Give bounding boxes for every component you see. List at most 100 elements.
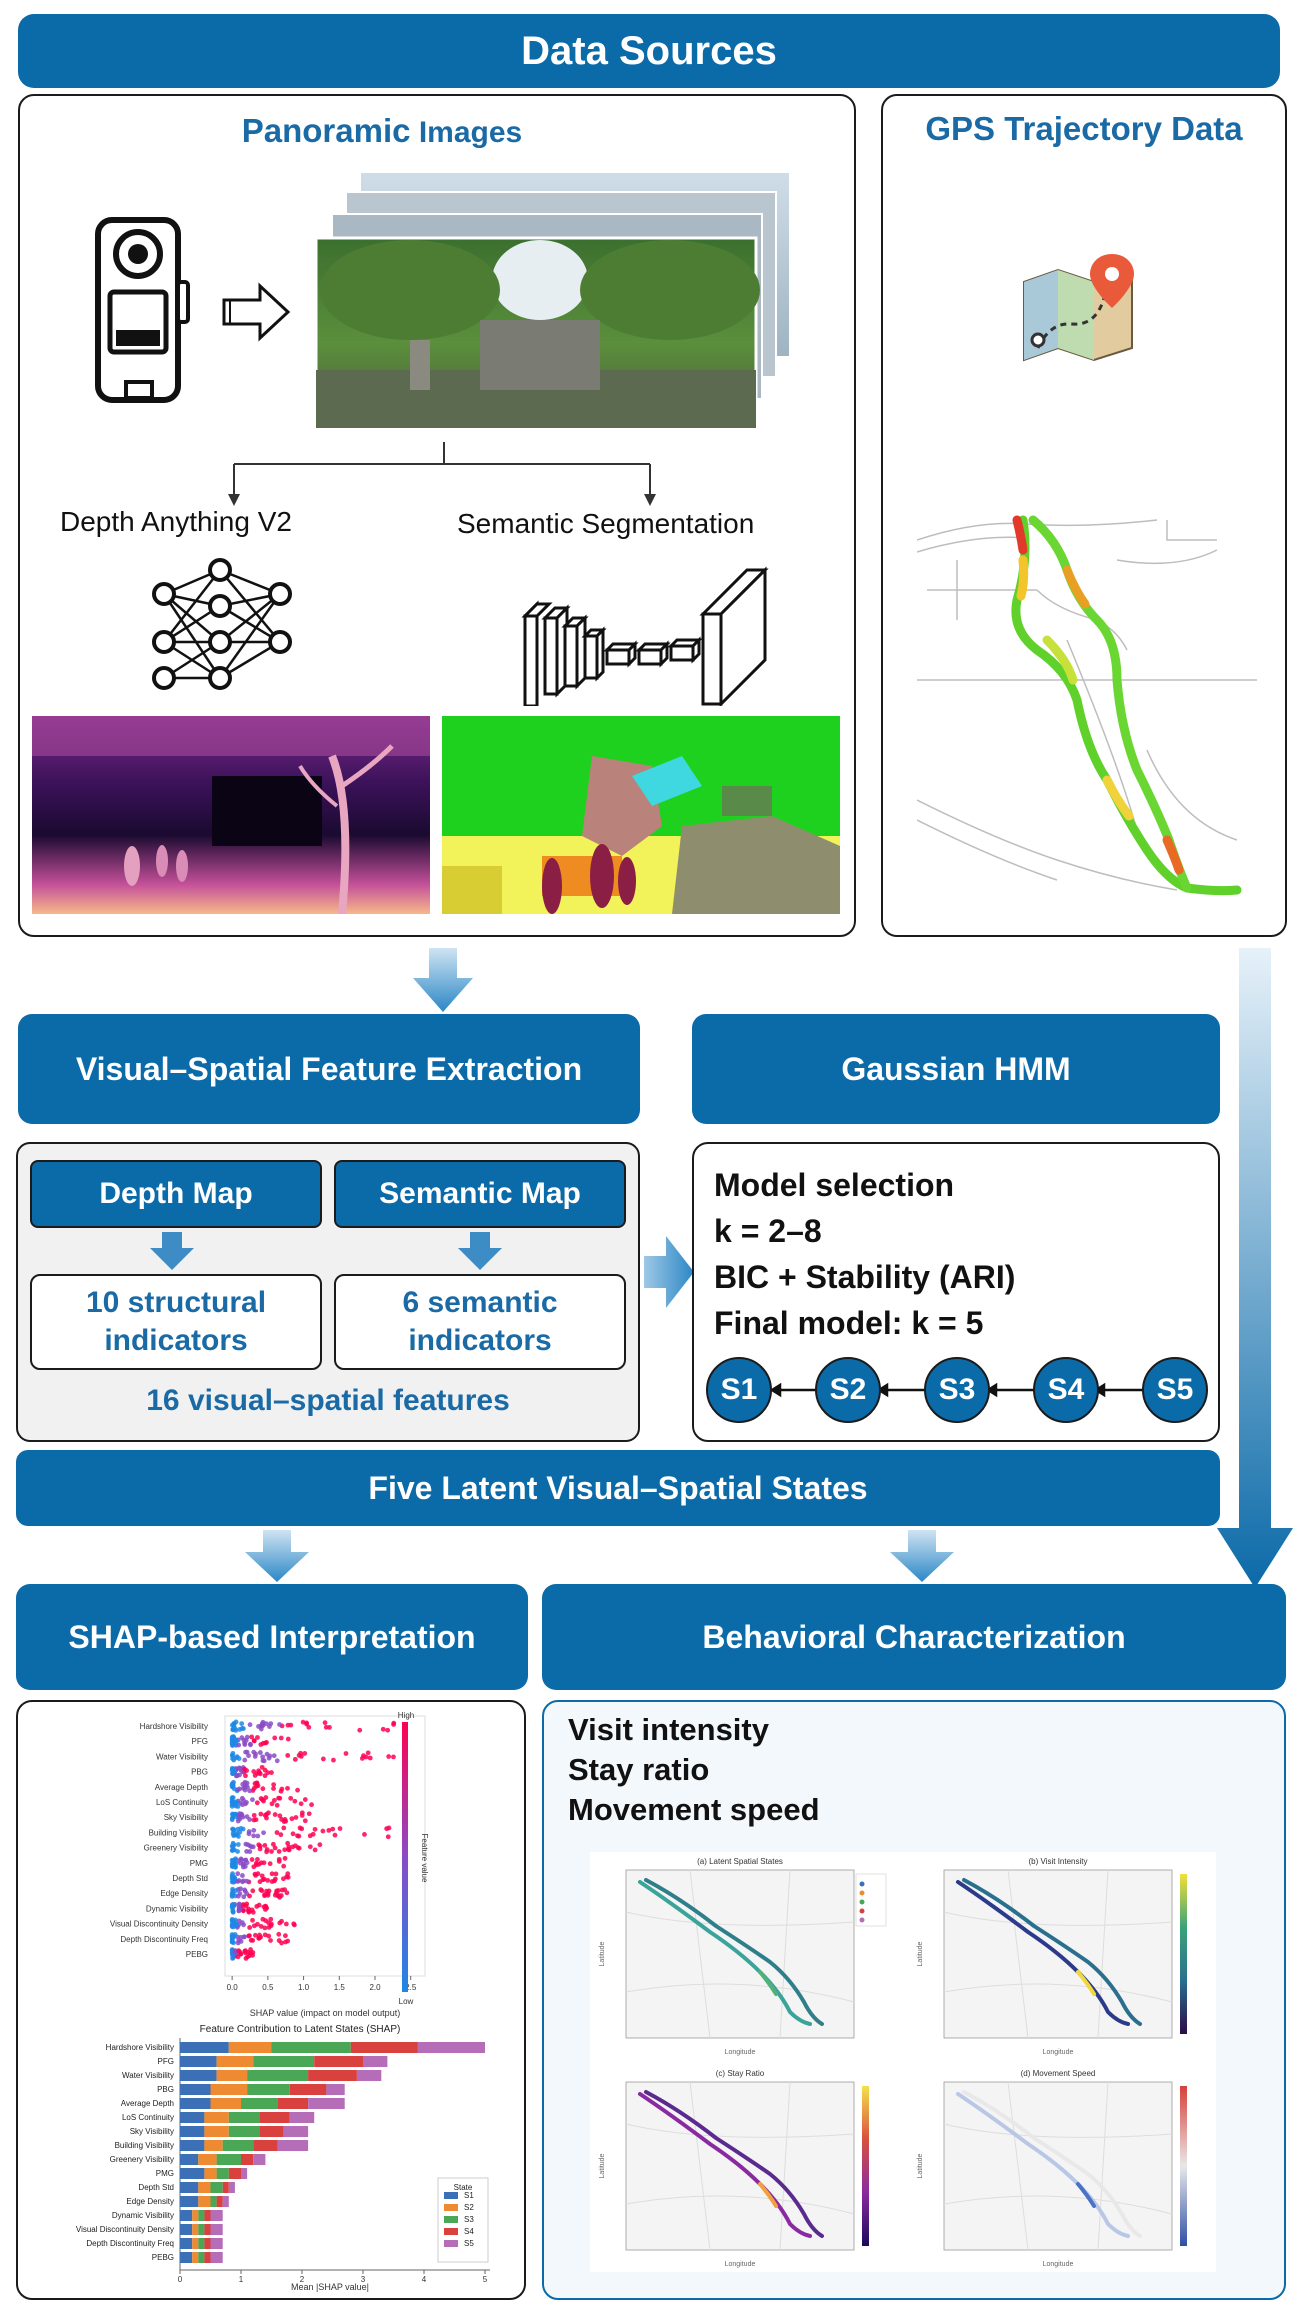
beeswarm-point [253, 1872, 259, 1878]
trajectory-line [644, 1878, 824, 2026]
beeswarm-point [247, 1925, 253, 1930]
beeswarm-point [230, 1843, 236, 1849]
beeswarm-point [236, 1814, 242, 1820]
beeswarm-point [285, 1840, 291, 1846]
beeswarm-point [236, 1907, 242, 1913]
beeswarm-point [391, 1754, 396, 1760]
beeswarm-point [269, 1801, 275, 1807]
hmm-line-3: BIC + Stability (ARI) [714, 1259, 1016, 1295]
bar-segment [192, 2210, 199, 2221]
bar-category-label: PMG [156, 2169, 174, 2178]
beeswarm-point [384, 1826, 390, 1832]
beeswarm-point [268, 1721, 274, 1727]
beeswarm-point [229, 1803, 235, 1809]
depth-map-box: Depth Map [30, 1160, 322, 1228]
map-ylabel: Latitude [599, 1941, 606, 1966]
beeswarm-point [250, 1797, 255, 1803]
beeswarm-point [302, 1818, 308, 1824]
beeswarm-point [282, 1847, 288, 1853]
beeswarm-point [249, 1734, 255, 1740]
beeswarm-point [233, 1799, 239, 1805]
map-colorbar [1180, 2086, 1187, 2246]
bar-segment [308, 2070, 357, 2081]
beeswarm-point [235, 1871, 241, 1877]
beeswarm-point [244, 1878, 250, 1884]
hmm-line-2: k = 2–8 [714, 1213, 822, 1249]
beeswarm-point [247, 1843, 253, 1849]
beeswarm-point [230, 1864, 235, 1869]
beeswarm-point [251, 1749, 257, 1755]
beeswarm-point [255, 1735, 260, 1740]
depth-map-image [32, 716, 430, 914]
beeswarm-point [277, 1813, 283, 1819]
beeswarm-point [264, 1888, 269, 1894]
total-features-label: 16 visual–spatial features [146, 1384, 510, 1417]
beeswarm-point [271, 1782, 277, 1787]
bar-segment [204, 2252, 211, 2263]
state-s1: S1 [706, 1357, 772, 1423]
beeswarm-point [281, 1876, 286, 1882]
beeswarm-point [251, 1833, 257, 1839]
beeswarm-point [260, 1916, 266, 1922]
beeswarm-point [230, 1727, 236, 1733]
beeswarm-point [272, 1812, 278, 1817]
bar-segment [192, 2224, 199, 2235]
map-panel-title: (d) Movement Speed [1021, 2069, 1096, 2078]
beeswarm-point [289, 1816, 295, 1822]
beeswarm-point [264, 1740, 269, 1745]
beeswarm-point [247, 1933, 252, 1939]
beeswarm-point [306, 1724, 312, 1730]
beeswarm-point [259, 1873, 265, 1879]
beeswarm-point [357, 1727, 363, 1733]
beeswarm-point [258, 1860, 264, 1866]
beeswarm-point [258, 1726, 264, 1732]
beeswarm-point [230, 1750, 236, 1756]
beeswarm-point [269, 1879, 275, 1884]
beeswarm-point [262, 1893, 268, 1899]
beeswarm-point [246, 1829, 252, 1834]
feature-extraction-header: Visual–Spatial Feature Extraction [18, 1014, 640, 1124]
trajectory-highlight [758, 1970, 778, 1996]
bar-segment [180, 2252, 193, 2263]
behavior-maps: (a) Latent Spatial StatesLongitudeLatitu… [599, 1857, 1187, 2268]
beeswarm-tick-label: 1.0 [298, 1983, 310, 1992]
beeswarm-point [272, 1892, 278, 1898]
encoder-decoder-icon [521, 566, 769, 706]
beeswarm-point [277, 1722, 282, 1727]
bar-segment [180, 2196, 199, 2207]
metric-stay-ratio: Stay ratio [568, 1752, 710, 1787]
bar-segment [216, 2154, 241, 2165]
legend-swatch [444, 2240, 458, 2247]
colorbar-title: Feature value [420, 1834, 429, 1883]
beeswarm-point [273, 1871, 279, 1877]
bar-category-label: Depth Std [138, 2183, 174, 2192]
bar-segment [210, 2098, 241, 2109]
beeswarm-point [235, 1842, 241, 1847]
beeswarm-point [240, 1826, 246, 1832]
beeswarm-point [230, 1935, 236, 1941]
bar-category-label: Hardshore Visibility [106, 2043, 174, 2052]
beeswarm-point [255, 1833, 261, 1839]
map-legend-dot [859, 1881, 865, 1887]
behavior-map-panel: (a) Latent Spatial StatesLongitudeLatitu… [599, 1857, 887, 2056]
bar-segment [210, 2084, 248, 2095]
beeswarm-point [261, 1830, 266, 1836]
bar-segment [192, 2238, 199, 2249]
beeswarm-point [299, 1810, 305, 1816]
beeswarm-point [262, 1842, 268, 1848]
map-legend-dot [859, 1899, 865, 1905]
behavior-metrics: Visit intensity Stay ratio Movement spee… [568, 1710, 820, 1830]
beeswarm-point [250, 1952, 255, 1958]
hmm-line-4: Final model: k = 5 [714, 1305, 984, 1341]
beeswarm-point [285, 1736, 291, 1742]
bar-tick-label: 2 [300, 2275, 305, 2284]
bar-category-label: PFG [158, 2057, 174, 2066]
beeswarm-point [254, 1800, 260, 1806]
bar-tick-label: 3 [361, 2275, 366, 2284]
bar-category-label: Visual Discontinuity Density [76, 2225, 174, 2234]
beeswarm-point [264, 1847, 270, 1852]
state-s2: S2 [815, 1357, 881, 1423]
hmm-model-selection-text: Model selection k = 2–8 BIC + Stability … [714, 1162, 1015, 1346]
map-roads [943, 1869, 1173, 2039]
